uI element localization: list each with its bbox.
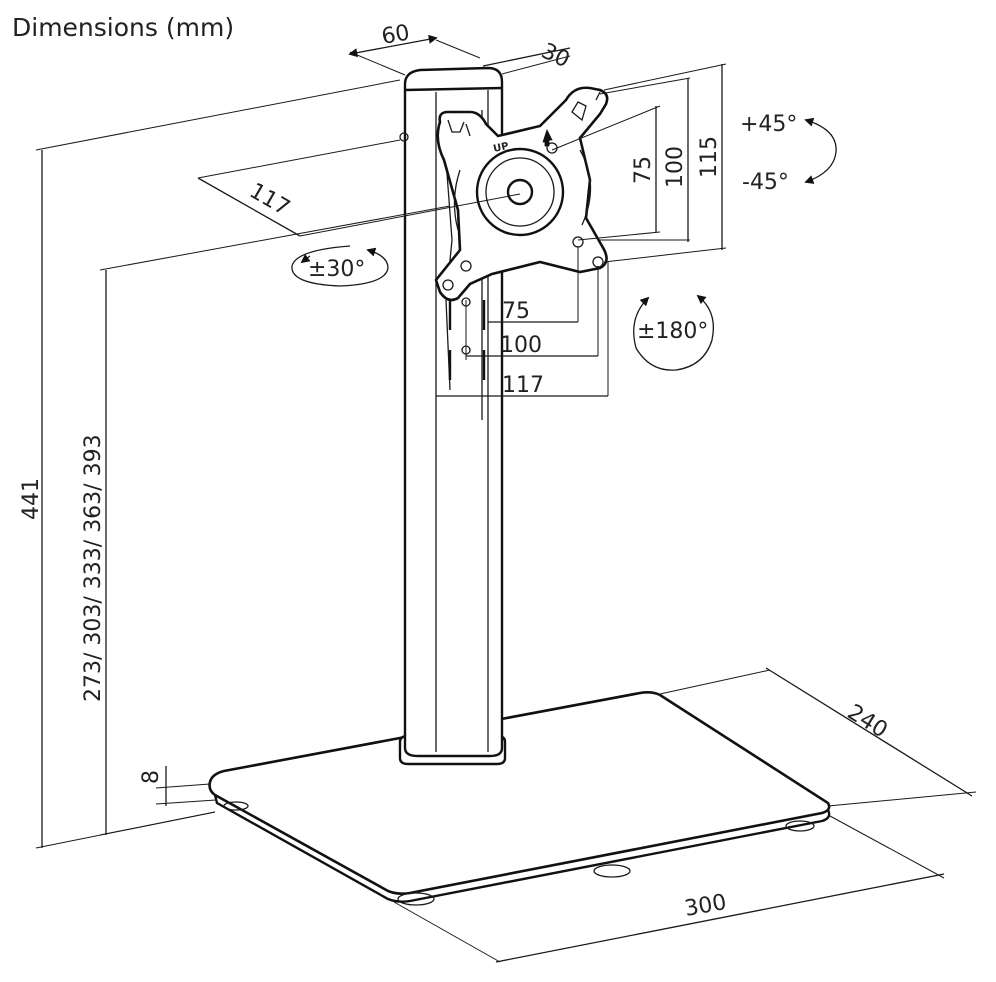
up-arrow-icon <box>542 128 553 147</box>
pole-depth-label: 30 <box>537 39 573 73</box>
swivel-indicator <box>291 245 389 287</box>
rotate-indicator <box>633 294 715 371</box>
vesa-plate: UP <box>434 86 609 302</box>
tilt-indicator <box>804 117 837 184</box>
pole-width-label: 60 <box>380 20 412 49</box>
plate-offset-dimension <box>197 139 521 237</box>
vesa-horizontal-117-label: 117 <box>502 373 544 398</box>
swivel-label: ±30° <box>308 257 365 282</box>
plate-up-label: UP <box>492 141 509 155</box>
plate-offset-label: 117 <box>245 179 294 222</box>
base-width-dimension <box>393 815 945 963</box>
pole-dimension-lines <box>348 34 571 76</box>
base-depth-label: 240 <box>843 700 892 743</box>
adjustable-height-dimension <box>99 205 451 836</box>
base-thickness-label: 8 <box>139 770 164 784</box>
vesa-vertical-115-label: 115 <box>697 136 722 178</box>
vesa-vertical-dimensions <box>551 63 727 263</box>
vesa-vertical-100-label: 100 <box>663 146 688 188</box>
rotate-label: ±180° <box>637 319 708 344</box>
base-thickness-dimension <box>155 766 217 806</box>
vesa-horizontal-dimensions <box>435 246 609 422</box>
total-height-label: 441 <box>19 478 44 520</box>
vesa-vertical-75-label: 75 <box>631 156 656 184</box>
base-plate <box>208 691 831 906</box>
base-depth-dimension <box>659 667 977 807</box>
tilt-down-label: -45° <box>742 170 789 195</box>
diagram-title: Dimensions (mm) <box>12 13 234 42</box>
adjustable-heights-label: 273/ 303/ 333/ 363/ 393 <box>81 434 106 702</box>
vesa-horizontal-100-label: 100 <box>500 333 542 358</box>
tilt-up-label: +45° <box>740 112 797 137</box>
vesa-horizontal-75-label: 75 <box>502 299 530 324</box>
